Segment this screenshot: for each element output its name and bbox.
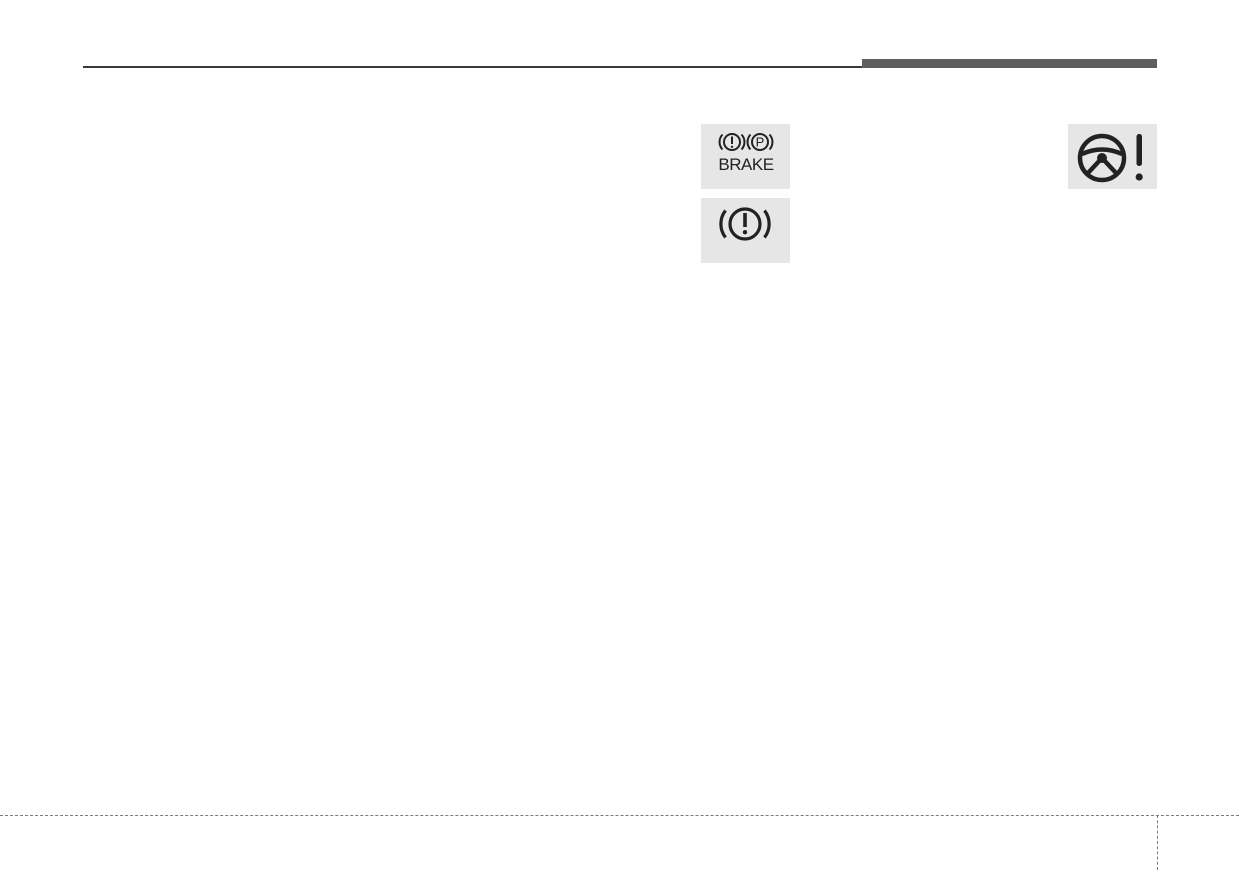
header-rule bbox=[83, 66, 1157, 68]
brake-warning-icon: P BRAKE bbox=[718, 133, 774, 174]
header-section-tab bbox=[862, 59, 1157, 68]
abs-warning-icon bbox=[719, 207, 771, 241]
parking-brake-p-label: P bbox=[756, 135, 765, 150]
footer-page-corner-marker bbox=[1157, 815, 1158, 870]
steering-warning-icon bbox=[1077, 133, 1143, 183]
abs-warning-indicator bbox=[701, 198, 790, 263]
steering-warning-indicator bbox=[1068, 124, 1157, 189]
brake-label: BRAKE bbox=[718, 155, 773, 174]
footer-dashed-line bbox=[0, 815, 1239, 816]
brake-warning-indicator: P BRAKE bbox=[701, 124, 790, 189]
